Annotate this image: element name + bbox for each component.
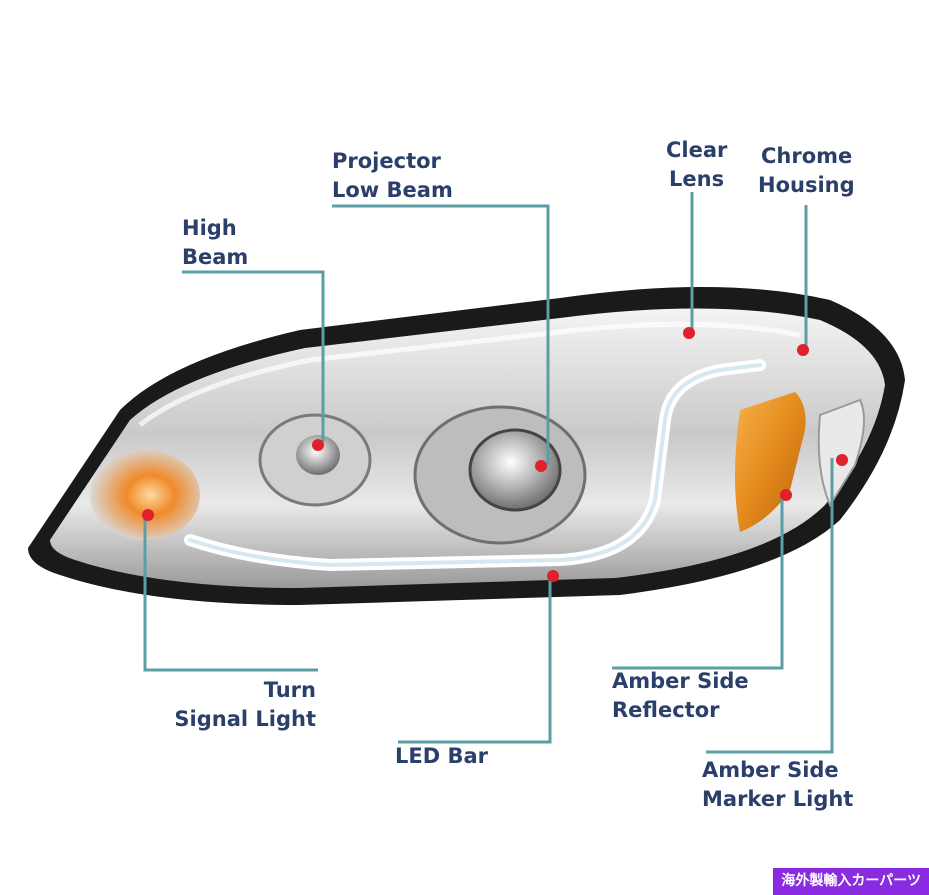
dot-clear-lens	[683, 327, 695, 339]
label-clear-lens-line2: Lens	[669, 167, 725, 191]
label-amber-marker-line1: Amber Side	[702, 758, 839, 782]
leader-line-amber-marker	[706, 458, 834, 754]
watermark-badge: 海外製輸入カーパーツ	[773, 868, 929, 895]
label-turn-line2: Signal Light	[174, 707, 316, 731]
dot-amber-reflector	[780, 489, 792, 501]
label-amber-reflector-line2: Reflector	[612, 698, 720, 722]
label-chrome-line2: Housing	[758, 173, 855, 197]
turn-signal-lamp	[90, 450, 200, 540]
label-chrome-line1: Chrome	[761, 144, 853, 168]
leader-line-turn-signal	[143, 515, 318, 672]
clear-lens-highlight	[138, 321, 801, 427]
label-high-beam-line1: High	[182, 216, 237, 240]
label-clear-lens-line1: Clear	[666, 138, 728, 162]
label-projector-low-beam: Projector Low Beam	[332, 147, 453, 205]
leader-line-amber-reflector	[612, 494, 784, 670]
label-chrome-housing: Chrome Housing	[758, 142, 855, 200]
headlight-assembly	[28, 286, 905, 605]
label-amber-reflector-line1: Amber Side	[612, 669, 749, 693]
label-amber-side-marker-light: Amber Side Marker Light	[702, 756, 853, 814]
projector-lens	[468, 428, 562, 512]
label-amber-side-reflector: Amber Side Reflector	[612, 667, 749, 725]
leader-line-high-beam	[182, 270, 325, 442]
dot-amber-marker	[836, 454, 848, 466]
dot-led-bar	[547, 570, 559, 582]
dot-chrome-housing	[797, 344, 809, 356]
label-turn-line1: Turn	[263, 678, 316, 702]
leader-lines	[143, 192, 834, 754]
dot-high-beam	[312, 439, 324, 451]
dot-projector	[535, 460, 547, 472]
label-high-beam-line2: Beam	[182, 245, 249, 269]
label-led-bar: LED Bar	[395, 742, 488, 771]
amber-side-reflector	[735, 392, 806, 532]
label-projector-line1: Projector	[332, 149, 441, 173]
label-amber-marker-line2: Marker Light	[702, 787, 854, 811]
high-beam-bulb	[296, 435, 340, 475]
led-bar-glow	[188, 363, 762, 568]
marker-dots	[142, 327, 848, 582]
amber-side-marker	[817, 398, 865, 508]
label-turn-signal-light: Turn Signal Light	[150, 676, 316, 734]
label-projector-line2: Low Beam	[332, 178, 453, 202]
leader-line-led-bar	[398, 578, 552, 744]
label-high-beam: High Beam	[182, 214, 248, 272]
dot-turn-signal	[142, 509, 154, 521]
leader-line-projector	[332, 204, 550, 465]
label-clear-lens: Clear Lens	[666, 136, 727, 194]
label-led-bar-text: LED Bar	[395, 744, 489, 768]
